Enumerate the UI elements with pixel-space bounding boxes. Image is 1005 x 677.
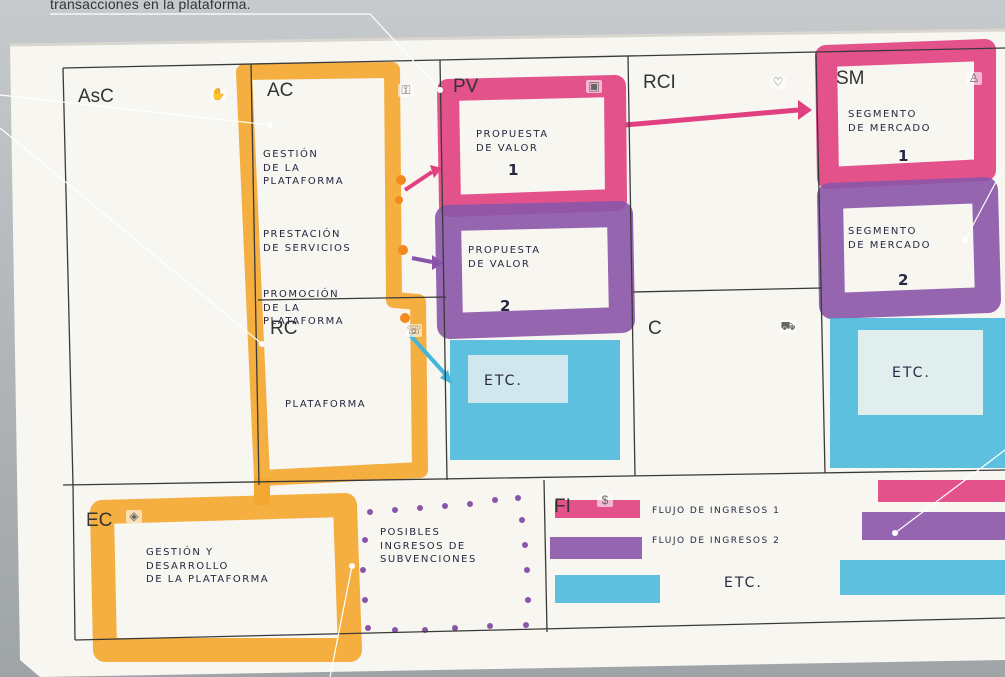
canvas-grid	[62, 47, 1005, 641]
note-pv-1: PROPUESTA DE VALOR	[476, 129, 549, 154]
block-label-fi: FI	[554, 496, 571, 517]
money-bag-icon: $	[597, 494, 613, 507]
note-ac-1: GESTIÓN DE LA PLATAFORMA	[263, 149, 345, 187]
orange-dots	[395, 175, 410, 323]
note-ac-2: PRESTACIÓN DE SERVICIOS	[263, 229, 352, 254]
note-ac-3: PROMOCIÓN DE LA PLATAFORMA	[263, 289, 345, 327]
block-label-rci: RCI	[643, 72, 676, 93]
pink-arrow	[624, 107, 799, 128]
purple-pv2	[435, 201, 635, 339]
note-rc-1: PLATAFORMA	[285, 399, 367, 410]
pink-sm1	[815, 39, 996, 189]
block-label-asc: AsC	[78, 86, 114, 107]
orange-ec-frame	[90, 493, 362, 662]
person-icon: ♙	[966, 72, 982, 85]
note-pv-2-number: 2	[500, 297, 511, 315]
note-ec-2: POSIBLES INGRESOS DE SUBVENCIONES	[380, 527, 477, 565]
note-sm-3: ETC.	[892, 365, 931, 381]
purple-sm2	[817, 177, 1001, 319]
fi-purple-bar	[550, 537, 642, 559]
block-label-c: C	[648, 318, 662, 339]
note-fi-2: FLUJO DE INGRESOS 2	[652, 536, 781, 546]
heart-icon: ♡	[770, 76, 786, 89]
block-label-pv: PV	[453, 76, 479, 97]
note-fi-3: ETC.	[724, 575, 763, 591]
block-label-sm: SM	[836, 68, 865, 89]
tag-icon: ◈	[126, 510, 142, 523]
note-fi-1: FLUJO DE INGRESOS 1	[652, 506, 781, 516]
pink-pv1	[437, 75, 627, 217]
callout-lines	[0, 13, 1005, 677]
note-sm-1-number: 1	[898, 147, 909, 165]
truck-icon: ⛟	[780, 319, 796, 333]
note-sm-2-number: 2	[898, 271, 909, 289]
note-pv-2: PROPUESTA DE VALOR	[468, 245, 541, 270]
note-pv-1-number: 1	[508, 161, 519, 179]
note-sm-2: SEGMENTO DE MERCADO	[848, 226, 931, 251]
block-label-rc: RC	[270, 318, 298, 339]
fi-pink-bar	[555, 500, 640, 518]
fi-cyan-bar	[555, 575, 660, 603]
note-pv-3: ETC.	[484, 373, 523, 389]
note-ec-1: GESTIÓN Y DESARROLLO DE LA PLATAFORMA	[146, 547, 270, 585]
caption-text: transacciones en la plataforma.	[50, 0, 251, 12]
block-label-ac: AC	[267, 80, 294, 101]
note-sm-1: SEGMENTO DE MERCADO	[848, 109, 931, 134]
purple-dotted-frame	[360, 495, 531, 633]
key-icon: ⚿	[398, 84, 414, 97]
handshake-icon: ✋	[210, 87, 226, 101]
chat-icon: ☏	[406, 323, 422, 337]
gift-icon: ▣	[586, 80, 602, 93]
block-label-ec: EC	[86, 510, 113, 531]
